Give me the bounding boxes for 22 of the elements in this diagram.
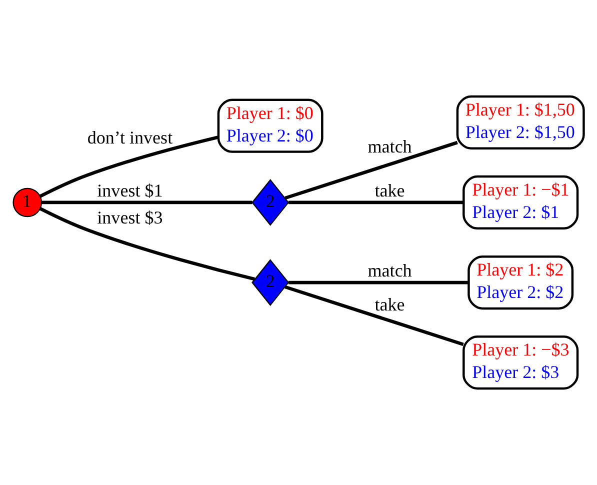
node-circle: 1 bbox=[12, 188, 42, 218]
node-box: Player 1: $0 Player 2: $0 bbox=[217, 98, 324, 153]
connector bbox=[40, 207, 256, 281]
connector bbox=[284, 140, 458, 200]
node-diamond: 2 bbox=[252, 179, 290, 226]
node-box: Player 1: −$3 Player 2: $3 bbox=[462, 336, 579, 390]
edge-label: invest $3 bbox=[97, 208, 163, 228]
edge-label: match bbox=[368, 136, 412, 157]
edge-label: take bbox=[374, 180, 405, 201]
connector bbox=[284, 285, 464, 346]
edge-label: invest $1 bbox=[97, 180, 163, 201]
node-box: Player 1: $2 Player 2: $2 bbox=[468, 255, 574, 310]
edge-label: take bbox=[374, 294, 405, 314]
node-box: Player 1: −$1 Player 2: $1 bbox=[462, 175, 579, 230]
connector bbox=[288, 280, 468, 284]
edge-label: don’t invest bbox=[87, 128, 173, 148]
edge-label: match bbox=[368, 260, 412, 281]
connector bbox=[288, 200, 464, 204]
connector bbox=[40, 136, 218, 198]
connector bbox=[42, 200, 252, 204]
node-box: Player 1: $1,50 Player 2: $1,50 bbox=[456, 95, 585, 150]
node-diamond: 2 bbox=[252, 259, 290, 306]
